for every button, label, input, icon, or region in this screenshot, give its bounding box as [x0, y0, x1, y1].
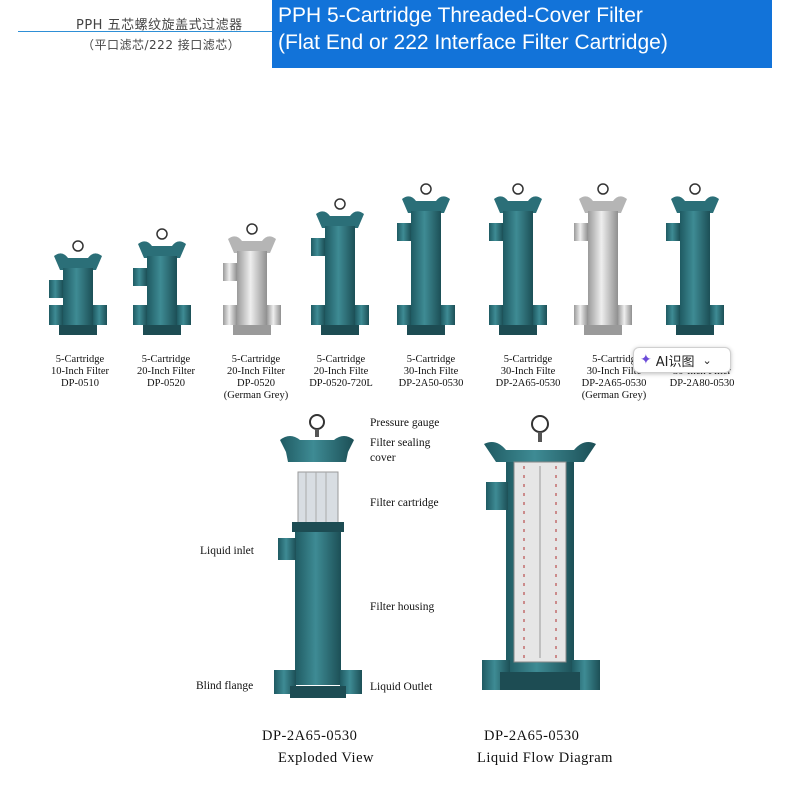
filter-caption-line2: 30-Inch Filte — [500, 366, 556, 377]
label-liquid-outlet: Liquid Outlet — [370, 681, 433, 693]
filter-caption-line1: 5-Cartridge — [55, 354, 105, 365]
chinese-title: PPH 五芯螺纹旋盖式过滤器 — [76, 18, 243, 33]
filter-caption-line2: 20-Inch Filte — [313, 366, 369, 377]
filter-unit-5 — [397, 183, 455, 335]
filter-caption-line3: DP-2A65-0530 — [495, 378, 561, 389]
filter-caption-line3: DP-0520 — [237, 378, 275, 389]
filter-caption-line1: 5-Cartridge — [316, 354, 366, 365]
filter-caption-line4 — [660, 390, 744, 402]
ai-recognize-button[interactable]: ✦ AI识图 ⌄ — [633, 347, 731, 373]
english-title-line1: PPH 5-Cartridge Threaded-Cover Filter — [278, 4, 643, 27]
filter-caption-line2: 10-Inch Filter — [50, 366, 110, 377]
label-pressure-gauge: Pressure gauge — [370, 417, 440, 429]
filter-caption-line4 — [38, 390, 122, 402]
label-filter-housing: Filter housing — [370, 601, 435, 613]
filter-unit-6 — [489, 183, 547, 335]
filter-lineup-illustration — [49, 183, 724, 335]
filter-caption-line4: (German Grey) — [581, 390, 647, 401]
exploded-caption: Exploded View — [278, 750, 374, 766]
label-sealing-cover-2: cover — [370, 452, 396, 464]
filter-caption-line4: (German Grey) — [223, 390, 289, 401]
exploded-view-illustration — [274, 414, 362, 698]
filter-caption-line3: DP-0520 — [147, 378, 185, 389]
filter-unit-2 — [133, 228, 191, 335]
filter-unit-1 — [49, 240, 107, 335]
filter-caption-line1: 5-Cartridge — [406, 354, 456, 365]
ai-recognize-label: AI识图 — [655, 354, 695, 370]
exploded-model: DP-2A65-0530 — [262, 728, 358, 744]
filter-caption-line1: 5-Cartridge — [231, 354, 281, 365]
header-divider — [18, 31, 276, 32]
english-title-line2: (Flat End or 222 Interface Filter Cartri… — [278, 31, 668, 54]
filter-caption-line1: 5-Cartridge — [141, 354, 191, 365]
filter-caption-line2: 20-Inch Filter — [136, 366, 196, 377]
filter-caption-line3: DP-0510 — [61, 378, 99, 389]
sparkle-icon: ✦ — [640, 352, 652, 368]
filter-caption-line4 — [389, 390, 473, 402]
label-liquid-inlet: Liquid inlet — [200, 545, 254, 557]
chevron-down-icon: ⌄ — [702, 353, 712, 367]
filter-caption-line3: DP-0520-720L — [309, 378, 373, 389]
filter-caption-line4 — [299, 390, 383, 402]
flow-caption: Liquid Flow Diagram — [477, 750, 613, 766]
filter-unit-4 — [311, 198, 369, 335]
filter-caption-line1: 5-Cartridg — [592, 354, 636, 365]
liquid-flow-diagram-illustration — [482, 415, 600, 690]
filter-caption-line1: 5-Cartridge — [503, 354, 553, 365]
filter-caption-line4 — [486, 390, 570, 402]
filter-caption-line3: DP-2A65-0530 — [581, 378, 647, 389]
filter-caption-line2: 30-Inch Filte — [586, 366, 642, 377]
filter-caption-line3: DP-2A50-0530 — [398, 378, 464, 389]
title-banner: PPH 5-Cartridge Threaded-Cover Filter (F… — [272, 0, 772, 68]
flow-model: DP-2A65-0530 — [484, 728, 580, 744]
filter-caption-line4 — [124, 390, 208, 402]
filter-unit-8 — [666, 183, 724, 335]
label-blind-flange: Blind flange — [196, 680, 254, 692]
filter-caption-line2: 20-Inch Filter — [226, 366, 286, 377]
filter-unit-7 — [574, 183, 632, 335]
filter-caption-line3: DP-2A80-0530 — [669, 378, 735, 389]
filter-caption-line2: 30-Inch Filte — [403, 366, 459, 377]
filter-unit-3 — [223, 223, 281, 335]
chinese-subtitle: （平口滤芯/222 接口滤芯） — [82, 38, 241, 52]
label-filter-cartridge: Filter cartridge — [370, 497, 439, 509]
label-sealing-cover-1: Filter sealing — [370, 437, 431, 449]
